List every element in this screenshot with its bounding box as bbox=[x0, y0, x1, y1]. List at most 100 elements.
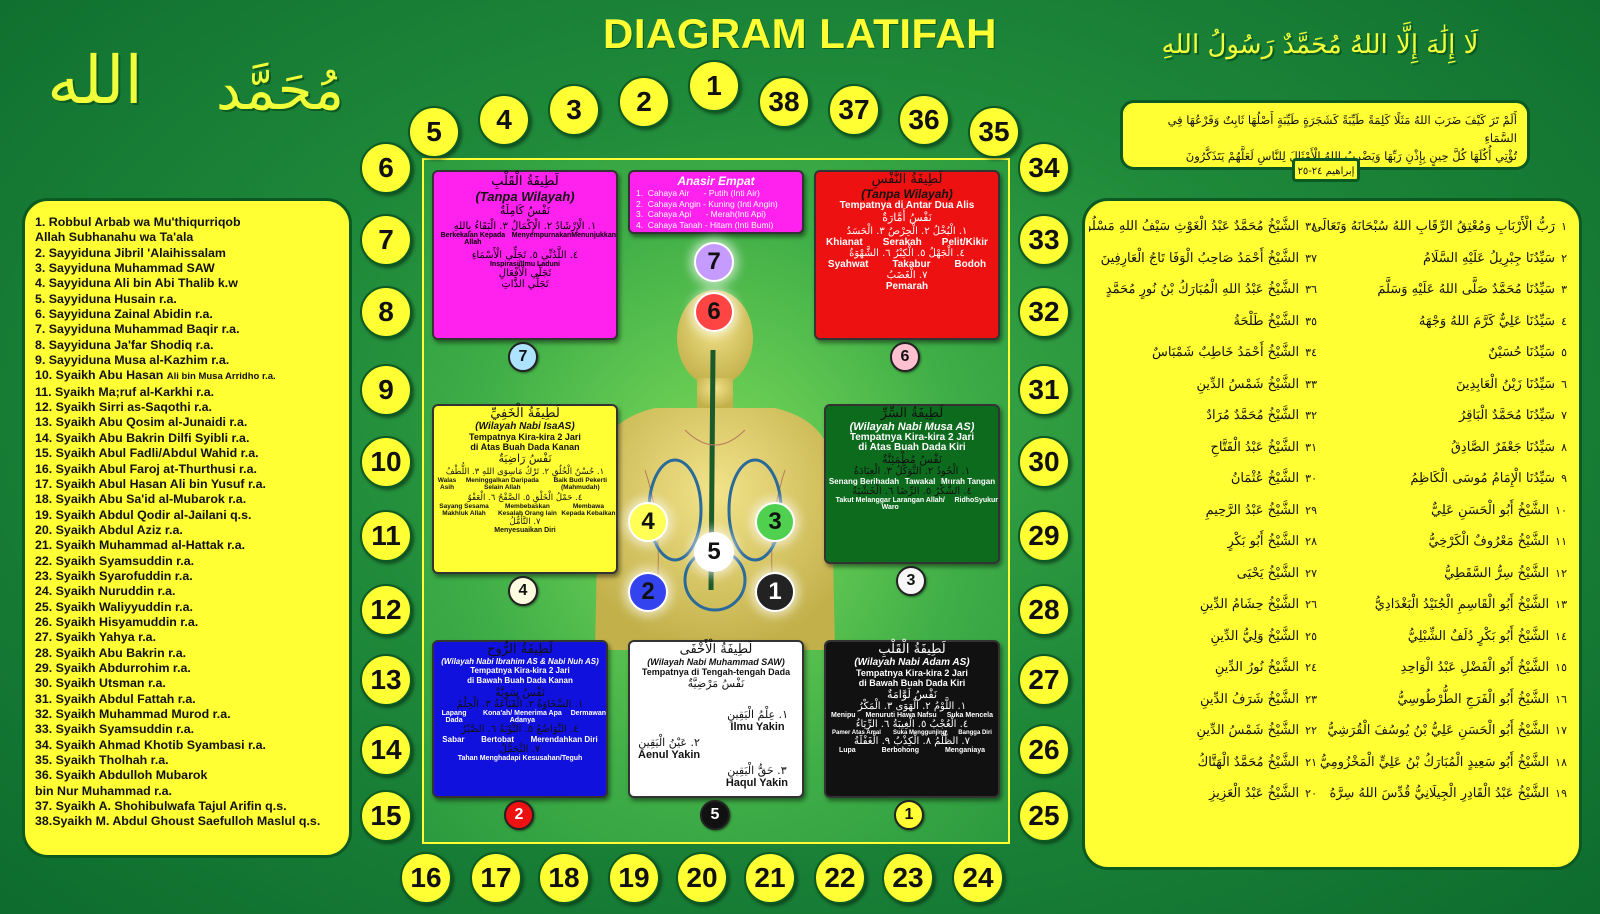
body-figure-illustration bbox=[595, 290, 835, 650]
box1-label-3-1: Lupa bbox=[838, 747, 856, 754]
number-circle: 10 bbox=[360, 436, 412, 488]
number-circle: 26 bbox=[1018, 724, 1070, 776]
number-circle: 37 bbox=[828, 84, 880, 136]
arabic-list-item: ٣١الشَّيْخُ عَبْدُ الْفَتَّاحِ bbox=[1089, 432, 1317, 464]
number-circle: 20 bbox=[676, 852, 728, 904]
number-circle: 22 bbox=[814, 852, 866, 904]
arabic-list-item: ١٤الشَّيْخُ أَبُو بَكْرٍ دُلَفٌ الشِّبْل… bbox=[1312, 621, 1567, 653]
arabic-list-number: ٢١ bbox=[1305, 755, 1317, 769]
box1-label-2-1: Pamer Atas Amal bbox=[832, 730, 881, 736]
arabic-list-item: ٢١الشَّيْخُ مُحَمَّدٌ الْهَتَّاكُ bbox=[1089, 747, 1317, 779]
arabic-list-item: ٣٦الشَّيْخُ عَبْدُ اللهِ الْمُبَارَكُ بْ… bbox=[1089, 274, 1317, 306]
arabic-list-text: الشَّيْخُ أَبُو الْقَاسِمِ الْجُنَيْدُ ا… bbox=[1374, 597, 1550, 612]
box1-label-1-1: Menipu bbox=[831, 712, 856, 719]
box5-label-2: Aenul Yakin bbox=[638, 749, 701, 761]
left-list-item: 35. Syaikh Tholhah r.a. bbox=[35, 753, 169, 768]
number-circle: 34 bbox=[1018, 142, 1070, 194]
left-list-item: 37. Syaikh A. Shohibulwafa Tajul Arifin … bbox=[35, 799, 287, 814]
box2-number-tag: 2 bbox=[504, 800, 534, 830]
box5-nafs: نَفْسُ مَرْضِيَّةٌ bbox=[687, 677, 745, 690]
arabic-list-number: ١٤ bbox=[1555, 629, 1567, 643]
left-list-item: 16. Syaikh Abul Faroj at-Thurthusi r.a. bbox=[35, 461, 257, 476]
number-circle: 38 bbox=[758, 76, 810, 128]
diagram-title: DIAGRAM LATIFAH bbox=[602, 10, 997, 57]
box1-arabic-row2: ٤. الْعُجْبُ ٥. الْغِيبَةُ ٦. الرِّيَاءُ bbox=[855, 719, 969, 730]
arabic-list-number: ١٨ bbox=[1555, 755, 1567, 769]
latifah-box-khafi: لَطِيفَةُ الْخَفِيِّ (Wilayah Nabi IsaAS… bbox=[432, 404, 618, 574]
box2-label-1-3: Dermawan bbox=[570, 710, 606, 717]
box4-arabic-title: لَطِيفَةُ الْخَفِيِّ bbox=[490, 406, 560, 421]
box1-arabic-row1: ١. اللَّوْمُ ٢. الْهَوَى ٣. الْمَكْرُ bbox=[857, 701, 967, 712]
arabic-list-number: ٢٢ bbox=[1305, 724, 1317, 737]
box7-subtitle: (Tanpa Wilayah) bbox=[475, 189, 575, 204]
left-list-item: 27. Syaikh Yahya r.a. bbox=[35, 630, 157, 645]
latifah-box-ruh: لَطِيفَةُ الرُّوحِ (Wilayah Nabi Ibrahim… bbox=[432, 640, 608, 798]
box1-location-a: Tempatnya Kira-kira 2 Jari bbox=[856, 668, 968, 678]
left-list-item: 12. Syaikh Sirri as-Saqothi r.a. bbox=[35, 400, 212, 415]
anasir-title: Anasir Empat bbox=[677, 174, 755, 188]
box7-label-d: Inspirasi/Ilmu Laduni bbox=[489, 261, 560, 268]
box3-location-b: di Atas Buah Dada Kiri bbox=[858, 442, 966, 453]
arabic-list-text: الشَّيْخُ عَبْدُ الْفَتَّاحِ bbox=[1210, 439, 1300, 455]
orb-6: 6 bbox=[694, 292, 734, 332]
arabic-list-number: ١٢ bbox=[1555, 566, 1567, 580]
box4-label-1-3: Baik Budi Pekerti (Mahmudah) bbox=[553, 477, 608, 491]
anasir-item-3: 3. Cahaya Api - Merah(Inti Api) bbox=[636, 209, 766, 219]
box4-arabic-row1: ١. حُسْنُ الْخُلُقِ ٢. تَرْكُ مَاسِوَى ا… bbox=[445, 467, 605, 477]
box6-subtitle: (Tanpa Wilayah) bbox=[861, 187, 953, 201]
number-circle: 35 bbox=[968, 106, 1020, 158]
arabic-list-item: ١٦الشَّيْخُ أَبُو الْفَرَجِ الطُّرْطُوسِ… bbox=[1312, 684, 1567, 716]
arabic-list-item: ١٥الشَّيْخُ أَبُو الْفَضْلِ عَبْدُ الْوَ… bbox=[1312, 652, 1567, 684]
box5-location: Tempatnya di Tengah-tengah Dada bbox=[641, 667, 791, 677]
box7-arabic-row4: تَجَلِّي الذَّاتِ bbox=[501, 279, 549, 290]
left-list-item: 25. Syaikh Waliyyuddin r.a. bbox=[35, 599, 193, 614]
left-list-item: 24. Syaikh Nuruddin r.a. bbox=[35, 584, 176, 599]
arabic-list-text: الشَّيْخُ طَلْحَةُ bbox=[1233, 313, 1300, 329]
arabic-list-item: ١١الشَّيْخُ مَعْرُوفٌ الْكَرْخِيُّ bbox=[1312, 526, 1567, 558]
left-list-item: 26. Syaikh Hisyamuddin r.a. bbox=[35, 614, 199, 629]
number-circle: 36 bbox=[898, 94, 950, 146]
box7-arabic-title: لَطِيفَةُ الْقَلْبِ bbox=[491, 174, 559, 189]
box5-arabic-row2: ٢. عَيْنُ الْيَقِينِ bbox=[638, 736, 700, 749]
left-list-item: 33. Syaikh Syamsuddin r.a. bbox=[35, 722, 195, 737]
arabic-list-item: ٣٠الشَّيْخُ عُثْمَانُ bbox=[1089, 463, 1317, 495]
box7-arabic-row1: ١. الْإِرْشَادُ ٢. الْإِكْمَالُ ٣. الْبَ… bbox=[453, 221, 597, 232]
box5-arabic-title: لَطِيفَةُ الْأَخْفَى bbox=[679, 642, 753, 657]
box2-arabic-row3: ٧. التَّحَمُّلُ bbox=[499, 744, 541, 755]
number-circle: 29 bbox=[1018, 510, 1070, 562]
left-list-item: 22. Syaikh Syamsuddin r.a. bbox=[35, 553, 195, 568]
arabic-list-number: ٣٠ bbox=[1305, 472, 1317, 485]
number-circle: 8 bbox=[360, 286, 412, 338]
box6-label-2-1: Bodoh bbox=[954, 259, 987, 270]
box6-label-3: Pemarah bbox=[885, 281, 929, 292]
arabic-list-number: ٣٣ bbox=[1305, 377, 1317, 391]
number-circle: 28 bbox=[1018, 584, 1070, 636]
arabic-list-text: الشَّيْخُ عَبْدُ الرَّحِيمِ bbox=[1205, 502, 1300, 518]
box5-arabic-row3: ٣. حَقُّ الْيَقِينِ bbox=[727, 764, 787, 777]
box1-subtitle: (Wilayah Nabi Adam AS) bbox=[854, 657, 970, 668]
left-list-item: 18. Syaikh Abu Sa'id al-Mubarok r.a. bbox=[35, 492, 247, 507]
left-list-item: 1. Robbul Arbab wa Mu'thiqurriqob bbox=[35, 215, 241, 229]
arabic-list-text: سَيِّدُنَا جِبْرِيلُ عَلَيْهِ السَّلَامُ bbox=[1422, 250, 1556, 266]
arabic-list-number: ١٦ bbox=[1555, 692, 1567, 706]
box3-label-2-1: Takut Melanggar Larangan Allah/ Waro bbox=[835, 497, 945, 511]
box5-label-3: Haqul Yakin bbox=[725, 777, 788, 789]
number-circle: 12 bbox=[360, 584, 412, 636]
box4-label-1-1: Walas Asih bbox=[437, 477, 457, 491]
box6-label-2-3: Syahwat bbox=[827, 259, 869, 270]
number-circle: 27 bbox=[1018, 654, 1070, 706]
arabic-list-text: الشَّيْخُ حِشَامُ الدِّينِ bbox=[1199, 597, 1300, 612]
box6-label-1-2: Serakah bbox=[882, 237, 922, 248]
arabic-list-number: ١١ bbox=[1555, 535, 1567, 548]
arabic-list-text: سَيِّدُنَا الْإِمَامُ مُوسَى الْكَاظِمُ bbox=[1410, 471, 1556, 486]
box6-nafs: نَفْسُ أَمَّارَةٌ bbox=[882, 211, 932, 224]
box4-nafs: نَفْسُ رَاضِيَةٌ bbox=[498, 452, 552, 465]
box6-number-tag: 6 bbox=[890, 342, 920, 372]
arabic-list-item: ٢٦الشَّيْخُ حِشَامُ الدِّينِ bbox=[1089, 589, 1317, 621]
number-circle: 23 bbox=[882, 852, 934, 904]
arabic-list-text: الشَّيْخُ سِرُّ السَّقَطِيُّ bbox=[1444, 565, 1550, 581]
arabic-list-item: ٣٥الشَّيْخُ طَلْحَةُ bbox=[1089, 306, 1317, 338]
box4-arabic-row3: ٧. التَّأَمُّلُ bbox=[509, 517, 541, 527]
box1-label-1-2: Menuruti Hawa Nafsu bbox=[865, 712, 937, 719]
arabic-list-text: الشَّيْخُ مُحَمَّدٌ عَبْدُ الْغَوْثِ سَي… bbox=[1089, 219, 1300, 234]
